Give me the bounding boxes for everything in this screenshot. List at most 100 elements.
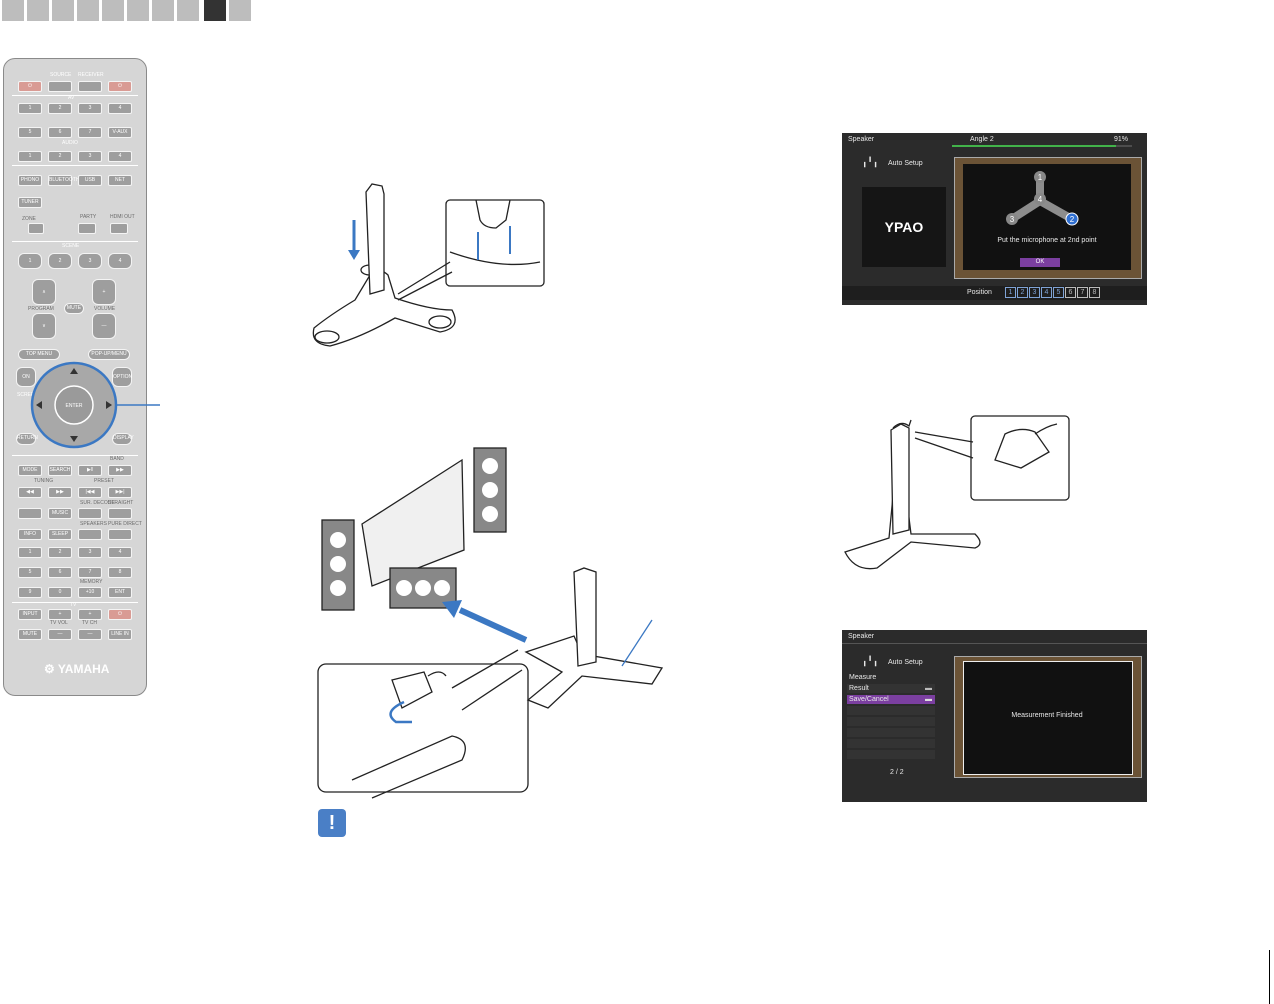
ok-button[interactable]: OK xyxy=(1020,258,1060,267)
usb-button[interactable]: USB xyxy=(78,175,102,186)
nav-tab[interactable] xyxy=(52,0,74,21)
tv-input-button[interactable]: INPUT xyxy=(18,609,42,620)
top-menu-button[interactable]: TOP MENU xyxy=(18,349,60,360)
sleep-button[interactable]: SLEEP xyxy=(48,529,72,540)
av-key[interactable]: V-AUX xyxy=(108,127,132,138)
number-key[interactable]: 5 xyxy=(18,567,42,578)
tv-ch-label: TV CH xyxy=(82,620,97,626)
nav-tab[interactable] xyxy=(77,0,99,21)
nav-tab[interactable] xyxy=(152,0,174,21)
audio-key[interactable]: 2 xyxy=(48,151,72,162)
number-key[interactable]: 2 xyxy=(48,547,72,558)
bluetooth-button[interactable]: BLUETOOTH xyxy=(48,175,79,186)
list-item-result[interactable]: Result ▬ xyxy=(847,684,935,693)
scene-key[interactable]: 2 xyxy=(48,253,72,269)
number-key[interactable]: 3 xyxy=(78,547,102,558)
enter-button[interactable] xyxy=(54,385,94,425)
number-key[interactable]: 9 xyxy=(18,587,42,598)
display-button[interactable]: DISPLAY xyxy=(112,433,134,445)
position-box: 2 xyxy=(1017,287,1028,298)
nav-tab[interactable] xyxy=(27,0,49,21)
program-up-button[interactable]: ∧ xyxy=(32,279,56,305)
audio-key[interactable]: 1 xyxy=(18,151,42,162)
return-button[interactable]: RETURN xyxy=(16,433,38,445)
nav-tab[interactable] xyxy=(2,0,24,21)
volume-up-button[interactable]: + xyxy=(92,279,116,305)
nav-tab[interactable] xyxy=(102,0,124,21)
nav-tab[interactable] xyxy=(229,0,251,21)
preset-up-button[interactable]: ▶▶| xyxy=(108,487,132,498)
band-button[interactable]: ▶▶ xyxy=(108,465,132,476)
tv-ch-up-button[interactable]: + xyxy=(78,609,102,620)
scene-key[interactable]: 3 xyxy=(78,253,102,269)
scene-key[interactable]: 1 xyxy=(18,253,42,269)
number-key[interactable]: 6 xyxy=(48,567,72,578)
source-power-button[interactable]: ⏻ xyxy=(18,81,42,92)
av-key[interactable]: 4 xyxy=(108,103,132,114)
tv-power-button[interactable]: ⏻ xyxy=(108,609,132,620)
tv-vol-up-button[interactable]: + xyxy=(48,609,72,620)
source-button[interactable] xyxy=(48,81,72,92)
volume-down-button[interactable]: — xyxy=(92,313,116,339)
tuning-down-button[interactable]: ◀◀ xyxy=(18,487,42,498)
enter-key[interactable]: ENT xyxy=(108,587,132,598)
info-button[interactable]: INFO xyxy=(18,529,42,540)
popup-menu-button[interactable]: POP-UP/MENU xyxy=(88,349,130,360)
preset-down-button[interactable]: |◀◀ xyxy=(78,487,102,498)
sur-decode-button[interactable] xyxy=(78,508,102,519)
scene-key[interactable]: 4 xyxy=(108,253,132,269)
list-item-measure[interactable]: Measure xyxy=(849,674,877,681)
mode-button[interactable]: MODE xyxy=(18,465,42,476)
av-key[interactable]: 6 xyxy=(48,127,72,138)
down-arrow-icon[interactable] xyxy=(70,436,78,442)
audio-key[interactable]: 4 xyxy=(108,151,132,162)
line-in-button[interactable]: LINE IN xyxy=(108,629,132,640)
nav-tab[interactable] xyxy=(177,0,199,21)
party-button[interactable] xyxy=(78,223,96,234)
mute-button[interactable]: MUTE xyxy=(64,303,84,314)
zone-switch[interactable] xyxy=(28,223,44,234)
number-key[interactable]: 4 xyxy=(108,547,132,558)
tuner-button[interactable]: TUNER xyxy=(18,197,42,208)
receiver-power-button[interactable]: ⏻ xyxy=(108,81,132,92)
speakers-button[interactable] xyxy=(78,529,102,540)
right-arrow-icon[interactable] xyxy=(106,401,112,409)
tuning-up-button[interactable]: ▶▶ xyxy=(48,487,72,498)
plus-ten-key[interactable]: +10 xyxy=(78,587,102,598)
left-arrow-icon[interactable] xyxy=(36,401,42,409)
pure-direct-button[interactable] xyxy=(108,529,132,540)
nav-tab[interactable] xyxy=(127,0,149,21)
audio-key[interactable]: 3 xyxy=(78,151,102,162)
av-key[interactable]: 7 xyxy=(78,127,102,138)
number-key[interactable]: 7 xyxy=(78,567,102,578)
program-down-button[interactable]: ∨ xyxy=(32,313,56,339)
search-button[interactable]: SEARCH xyxy=(48,465,72,476)
av-key[interactable]: 3 xyxy=(78,103,102,114)
list-item-save-cancel-selected[interactable]: Save/Cancel ▬ xyxy=(847,695,935,704)
list-item-empty xyxy=(847,739,935,748)
option-button[interactable]: OPTION xyxy=(112,367,132,387)
up-arrow-icon[interactable] xyxy=(70,368,78,374)
straight-button[interactable] xyxy=(108,508,132,519)
nav-tab-current[interactable] xyxy=(204,0,226,21)
av-key[interactable]: 2 xyxy=(48,103,72,114)
play-pause-button[interactable]: ▶‖ xyxy=(78,465,102,476)
av-key[interactable]: 1 xyxy=(18,103,42,114)
mic-cable xyxy=(1034,423,1058,435)
enhancer-button[interactable] xyxy=(18,508,42,519)
tv-mute-button[interactable]: MUTE xyxy=(18,629,42,640)
net-button[interactable]: NET xyxy=(108,175,132,186)
number-key[interactable]: 1 xyxy=(18,547,42,558)
music-button[interactable]: MUSIC xyxy=(48,508,72,519)
phono-button[interactable]: PHONO xyxy=(18,175,42,186)
tv-ch-down-button[interactable]: — xyxy=(78,629,102,640)
number-key[interactable]: 0 xyxy=(48,587,72,598)
tv-vol-down-button[interactable]: — xyxy=(48,629,72,640)
on-screen-button[interactable]: ON SCREEN xyxy=(16,367,38,398)
warning-icon: ! xyxy=(318,809,346,837)
folder-icon: ▬ xyxy=(925,685,932,692)
receiver-button[interactable] xyxy=(78,81,102,92)
number-key[interactable]: 8 xyxy=(108,567,132,578)
hdmi-out-button[interactable] xyxy=(110,223,128,234)
av-key[interactable]: 5 xyxy=(18,127,42,138)
